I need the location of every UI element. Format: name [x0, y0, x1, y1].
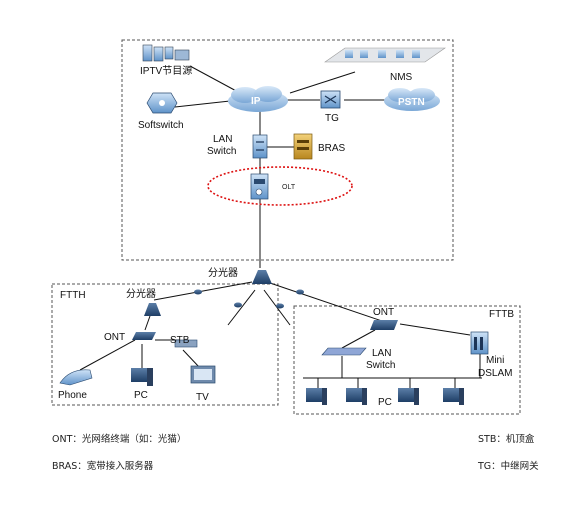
softswitch-icon	[146, 92, 178, 114]
ip-label: IP	[251, 96, 261, 107]
ip-cloud-icon	[228, 86, 288, 112]
pstn-cloud-icon	[384, 88, 440, 111]
legend-stb: STB：机顶盒	[478, 433, 535, 445]
tv-icon	[190, 365, 216, 384]
fttb-pc-label: PC	[378, 397, 392, 408]
phone-icon	[59, 369, 93, 386]
legend-ont: ONT：光网络终端（如：光猫）	[52, 433, 186, 445]
main-splitter-label: 分光器	[208, 266, 238, 279]
ftth-ont-label: ONT	[104, 332, 125, 343]
ftth-pc-label: PC	[134, 390, 148, 401]
fttb-ont-icon	[370, 320, 398, 330]
fiber-link-markers	[194, 289, 304, 309]
phone-label: Phone	[58, 390, 87, 401]
tg-label: TG	[325, 113, 339, 124]
core-links	[174, 65, 385, 268]
fttb-lan-switch-icon	[321, 347, 367, 356]
lan-switch-label-line1: LAN	[213, 134, 232, 145]
iptv-server-icon	[142, 44, 190, 62]
tv-label: TV	[196, 392, 209, 403]
legend-bras: BRAS：宽带接入服务器	[52, 460, 154, 472]
ftth-region	[51, 283, 279, 406]
bras-icon	[293, 133, 313, 160]
fttb-lan-switch-label-line1: LAN	[372, 348, 391, 359]
nms-label: NMS	[390, 72, 413, 83]
stb-icon	[174, 339, 198, 348]
iptv-source-label: IPTV节目源	[140, 64, 192, 77]
olt-icon	[250, 173, 269, 200]
bras-label: BRAS	[318, 143, 346, 154]
mini-dslam-icon	[470, 331, 489, 355]
fttb-region	[293, 305, 521, 415]
ftth-pc-icon	[131, 368, 153, 386]
ftth-ont-icon	[132, 332, 156, 340]
olt-highlight-ellipse	[207, 166, 353, 206]
main-splitter-icon	[252, 270, 272, 284]
fttb-pc-icons	[306, 388, 464, 405]
ftth-label: FTTH	[60, 290, 86, 301]
lan-switch-label-line2: Switch	[207, 146, 236, 157]
olt-label: OLT	[282, 184, 296, 191]
stb-label: STB	[170, 335, 190, 346]
ftth-splitter-label: 分光器	[126, 287, 156, 300]
legend-tg: TG：中继网关	[477, 460, 539, 472]
ftth-splitter-icon	[144, 303, 161, 316]
pstn-label: PSTN	[398, 97, 425, 108]
mini-dslam-label-line1: Mini	[486, 355, 504, 366]
nms-icon	[324, 47, 446, 63]
trunk-gateway-icon	[320, 90, 341, 109]
fttb-lan-switch-label-line2: Switch	[366, 360, 395, 371]
core-network-region	[121, 39, 454, 261]
fttb-ont-label: ONT	[373, 307, 394, 318]
softswitch-label: Softswitch	[138, 120, 184, 131]
fttb-label: FTTB	[489, 309, 514, 320]
legend: ONT：光网络终端（如：光猫） STB：机顶盒 BRAS：宽带接入服务器 TG：…	[52, 433, 539, 472]
lan-switch-icon	[252, 134, 268, 159]
mini-dslam-label-line2: DSLAM	[478, 368, 512, 379]
